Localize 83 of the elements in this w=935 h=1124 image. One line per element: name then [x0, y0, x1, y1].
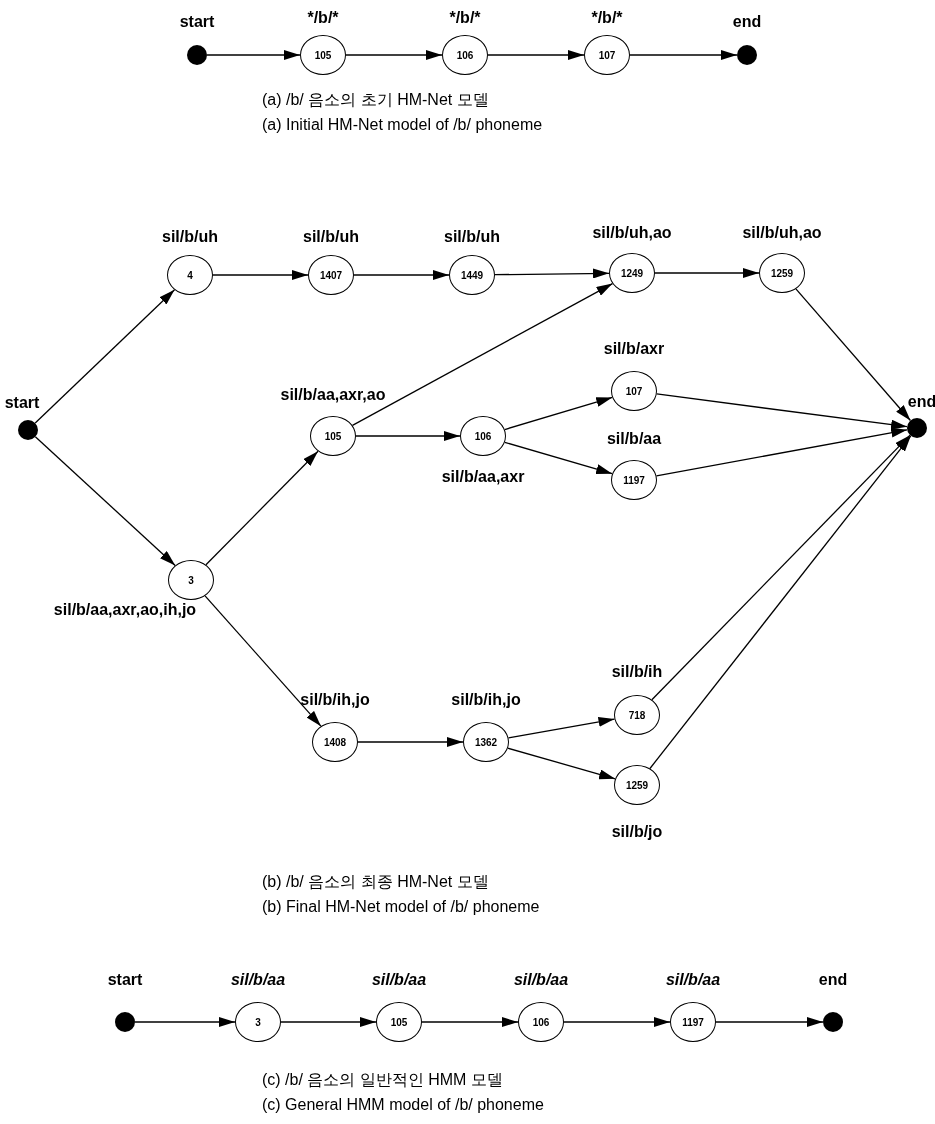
arrow: [629, 50, 738, 60]
caption: (b) Final HM-Net model of /b/ phoneme: [262, 898, 540, 916]
state-label: */b/*: [591, 9, 623, 27]
caption: (c) /b/ 음소의 일반적인 HMM 모델: [262, 1070, 503, 1090]
arrow: [651, 434, 911, 701]
state-circle: 105: [310, 416, 356, 456]
state-circle: 1407: [308, 255, 354, 295]
state-label: sil/b/ih: [611, 663, 663, 681]
state-circle: 107: [584, 35, 630, 75]
arrow: [795, 288, 912, 422]
state-circle: 718: [614, 695, 660, 735]
state-circle: 106: [518, 1002, 564, 1042]
arrow: [494, 268, 610, 279]
state-circle: 105: [376, 1002, 422, 1042]
state-label: sil/b/ih,jo: [451, 691, 521, 709]
state-label: sil/b/ih,jo: [300, 691, 370, 709]
arrow: [212, 270, 309, 280]
caption: (c) General HMM model of /b/ phoneme: [262, 1096, 544, 1114]
arrow: [280, 1017, 377, 1027]
terminal-label: end: [818, 971, 848, 989]
state-label: */b/*: [307, 9, 339, 27]
arrow: [34, 289, 176, 424]
state-circle: 106: [460, 416, 506, 456]
state-label: sil/b/jo: [611, 823, 663, 841]
arrow: [345, 50, 443, 60]
arrow: [656, 393, 908, 430]
arrow: [205, 450, 319, 566]
arrow: [421, 1017, 519, 1027]
state-label: sil/b/uh: [444, 228, 500, 246]
state-circle: 105: [300, 35, 346, 75]
arrow: [34, 436, 176, 567]
state-label: sil/b/uh: [162, 228, 218, 246]
state-circle: 107: [611, 371, 657, 411]
caption: (a) Initial HM-Net model of /b/ phoneme: [262, 116, 543, 134]
state-label: sil/b/uh,ao: [742, 224, 822, 242]
state-circle: 1362: [463, 722, 509, 762]
state-label: sil/b/aa: [665, 971, 721, 989]
state-circle: 3: [235, 1002, 281, 1042]
arrow: [563, 1017, 671, 1027]
arrow: [134, 1017, 236, 1027]
caption: (a) /b/ 음소의 초기 HM-Net 모델: [262, 90, 489, 110]
arrow: [715, 1017, 824, 1027]
state-circle: 1197: [611, 460, 657, 500]
arrow: [649, 435, 912, 770]
terminal-label: start: [107, 971, 143, 989]
arrow: [655, 427, 908, 477]
state-label: sil/b/aa: [606, 430, 662, 448]
state-circle: 1197: [670, 1002, 716, 1042]
state-label: sil/b/axr: [603, 340, 665, 358]
state-label: sil/b/uh: [303, 228, 359, 246]
arrow: [353, 270, 450, 280]
state-label: sil/b/aa,axr,ao,ih,jo: [53, 601, 197, 619]
arrow: [204, 595, 322, 727]
caption: (b) /b/ 음소의 최종 HM-Net 모델: [262, 872, 489, 892]
state-circle: 3: [168, 560, 214, 600]
arrow: [504, 396, 613, 431]
arrow: [357, 737, 464, 747]
state-label: sil/b/aa,axr: [441, 468, 525, 486]
state-circle: 1249: [609, 253, 655, 293]
state-circle: 1408: [312, 722, 358, 762]
state-circle: 4: [167, 255, 213, 295]
state-label: sil/b/aa,axr,ao: [280, 386, 386, 404]
state-circle: 1449: [449, 255, 495, 295]
state-label: sil/b/aa: [371, 971, 427, 989]
arrow: [351, 282, 614, 427]
state-label: */b/*: [449, 9, 481, 27]
arrow: [507, 716, 616, 739]
terminal-label: start: [4, 394, 40, 412]
arrow: [355, 431, 461, 441]
terminal-label: start: [179, 13, 215, 31]
terminal-label: end: [732, 13, 762, 31]
state-circle: 1259: [759, 253, 805, 293]
terminal-label: end: [907, 393, 935, 411]
arrow: [206, 50, 301, 60]
state-label: sil/b/uh,ao: [592, 224, 672, 242]
state-circle: 106: [442, 35, 488, 75]
state-label: sil/b/aa: [230, 971, 286, 989]
arrow: [504, 441, 613, 475]
arrow: [487, 50, 585, 60]
arrow: [654, 268, 760, 278]
arrow: [507, 747, 616, 780]
state-label: sil/b/aa: [513, 971, 569, 989]
state-circle: 1259: [614, 765, 660, 805]
